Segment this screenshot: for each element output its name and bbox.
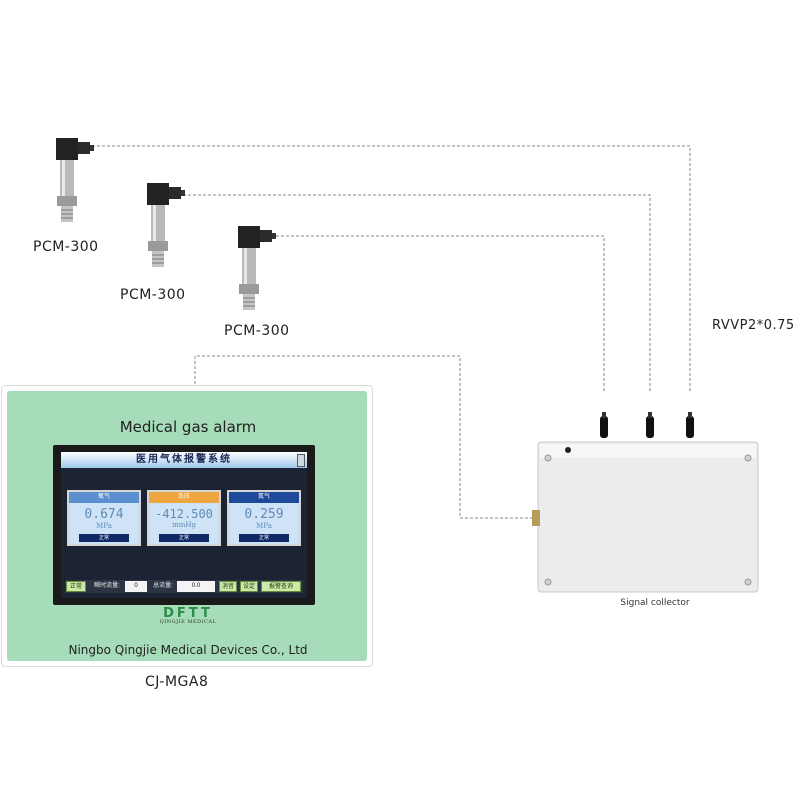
logo-subtext: QINGJIE MEDICAL — [159, 619, 217, 625]
company-name: Ningbo Qingjie Medical Devices Co., Ltd — [68, 643, 308, 657]
gauge-name: 负压 — [149, 492, 219, 503]
total-flow-value: 0.0 — [177, 581, 215, 592]
logo-text: DFTT — [163, 606, 213, 621]
gauge-name: 氮气 — [229, 492, 299, 503]
pressure-sensor-icon — [147, 183, 185, 267]
sensor-3-label: PCM-300 — [224, 323, 290, 339]
alarm-query-button[interactable]: 报警查询 — [261, 581, 301, 592]
lcd-display: 医用气体报警系统 氧气 0.674 MPa 正常 负压 -412.500 mmH… — [61, 452, 307, 598]
gauge-card[interactable]: 氧气 0.674 MPa 正常 — [67, 490, 141, 546]
gauge-unit: MPa — [96, 522, 112, 530]
gauge-name: 氧气 — [69, 492, 139, 503]
instant-flow-value: 0 — [125, 581, 147, 592]
cable-label: RVVP2*0.75 — [712, 318, 795, 333]
signal-collector-box — [532, 412, 759, 593]
gauge-unit: mmHg — [172, 521, 196, 529]
status-button[interactable]: 正常 — [66, 581, 86, 592]
gauge-value: 0.259 — [244, 507, 284, 522]
screen-title: 医用气体报警系统 — [61, 452, 307, 468]
company-logo: DFTT QINGJIE MEDICAL — [2, 606, 374, 625]
gauge-card[interactable]: 氮气 0.259 MPa 正常 — [227, 490, 301, 546]
wire-sensor-1 — [92, 145, 691, 392]
gauge-unit: MPa — [256, 522, 272, 530]
gauge-status: 正常 — [239, 534, 289, 542]
scroll-handle[interactable] — [297, 454, 305, 467]
collector-label: Signal collector — [620, 598, 690, 608]
instant-flow-label: 瞬时流量: — [94, 583, 120, 589]
alarm-model-label: CJ-MGA8 — [145, 674, 209, 690]
gauge-card[interactable]: 负压 -412.500 mmHg 正常 — [147, 490, 221, 546]
touch-screen: 医用气体报警系统 氧气 0.674 MPa 正常 负压 -412.500 mmH… — [53, 445, 315, 605]
sensor-1-label: PCM-300 — [33, 239, 99, 255]
wire-sensor-2 — [183, 194, 651, 392]
connector-icon — [600, 412, 694, 438]
mute-button[interactable]: 消音 — [219, 581, 237, 592]
total-flow-label: 总流量: — [153, 583, 173, 589]
gauge-status: 正常 — [79, 534, 129, 542]
sensor-2-label: PCM-300 — [120, 287, 186, 303]
gauge-value: -412.500 — [155, 507, 213, 521]
wire-alarm — [194, 355, 536, 519]
pressure-sensor-icon — [56, 138, 94, 222]
alarm-title: Medical gas alarm — [119, 418, 257, 436]
pressure-sensor-icon — [238, 226, 276, 310]
screen-bottom-bar: 正常 瞬时流量: 0 总流量: 0.0 消音 设定 报警查询 — [65, 580, 303, 593]
settings-button[interactable]: 设定 — [240, 581, 258, 592]
wire-sensor-3 — [276, 235, 605, 392]
gauge-value: 0.674 — [84, 507, 124, 522]
gauge-status: 正常 — [159, 534, 209, 542]
